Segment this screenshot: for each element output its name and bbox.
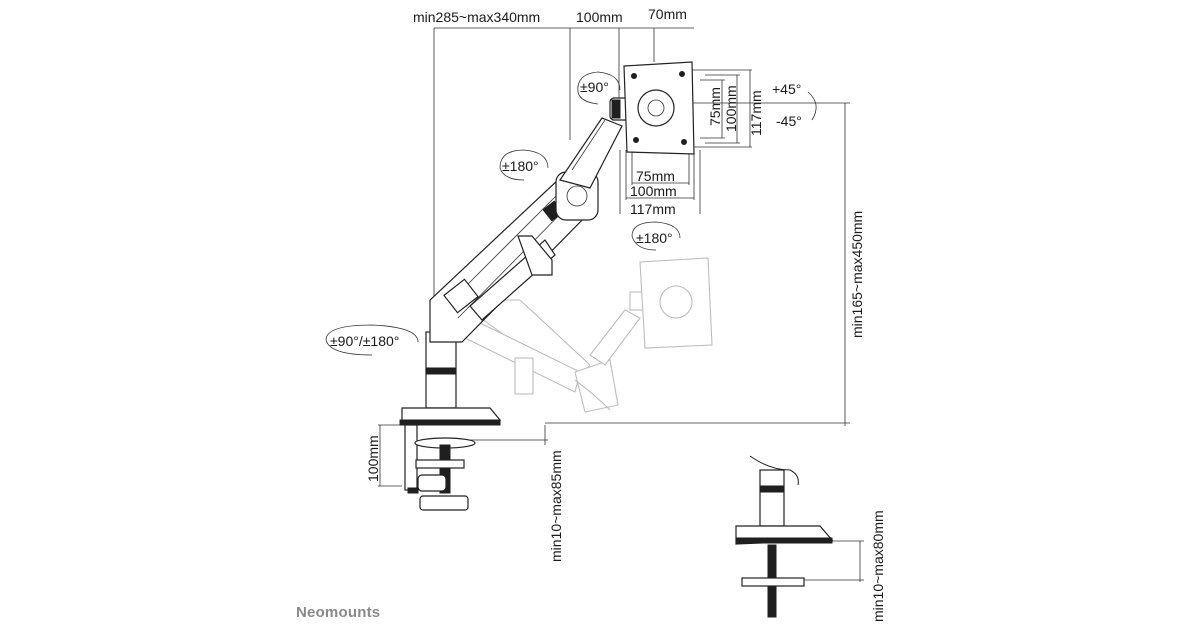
desk-thickness-grommet-label: min10~max80mm xyxy=(870,510,886,622)
rotation-plate-label: ±180° xyxy=(636,230,673,246)
clamp-height-label: 100mm xyxy=(365,435,381,482)
monitor-arm xyxy=(425,61,695,409)
vesa-height-117-label: 117mm xyxy=(748,90,764,136)
plate-offset-label: 70mm xyxy=(648,6,687,22)
brand-logo-text: Neomounts xyxy=(296,604,380,621)
grommet-base-inset xyxy=(735,455,834,618)
vesa-height-75-label: 75mm xyxy=(707,87,723,126)
arm-upper-rotation-label: ±180° xyxy=(502,158,539,174)
dimension-lines xyxy=(378,27,864,582)
vesa-width-75-label: 75mm xyxy=(636,168,675,184)
height-range-label: min165~max450mm xyxy=(849,211,865,338)
desk-thickness-clamp-label: min10~max85mm xyxy=(548,450,564,562)
rotation-indicators xyxy=(325,71,817,356)
reach-label: min285~max340mm xyxy=(413,9,540,25)
tilt-up-label: +45° xyxy=(772,81,801,97)
swivel-head-label: ±90° xyxy=(580,79,609,95)
arm-offset-label: 100mm xyxy=(576,9,623,25)
desk-clamp xyxy=(399,407,502,511)
vesa-width-117-label: 117mm xyxy=(630,201,676,217)
vesa-height-100-label: 100mm xyxy=(723,85,739,132)
ghost-arm-lowered-position xyxy=(453,257,713,413)
vesa-width-100-label: 100mm xyxy=(630,183,677,199)
base-rotation-label: ±90°/±180° xyxy=(330,333,399,349)
tilt-down-label: -45° xyxy=(776,113,802,129)
